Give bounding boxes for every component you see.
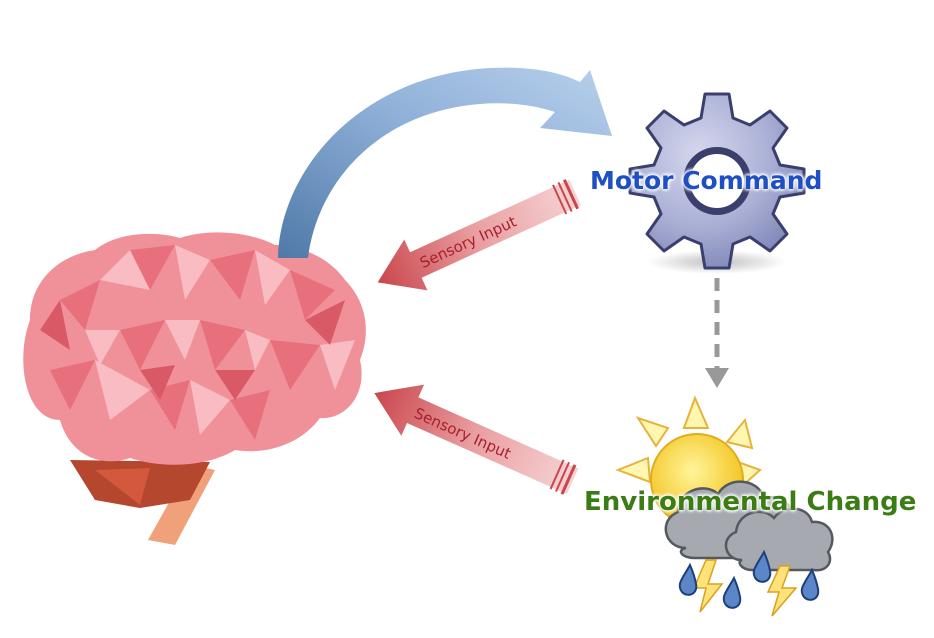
environmental-change-label: Environmental Change: [584, 487, 917, 517]
motor-command-label: Motor Command: [590, 166, 823, 195]
causal-dashed-arrow: [705, 278, 729, 388]
sensory-input-arrow-top: Sensory Input: [377, 179, 581, 291]
brain-icon: [23, 232, 366, 545]
sensory-input-arrow-bottom: Sensory Input: [374, 384, 579, 495]
gear-icon: [628, 92, 806, 270]
motor-output-arrow: [278, 67, 612, 259]
storm-weather-icon: [615, 395, 834, 617]
